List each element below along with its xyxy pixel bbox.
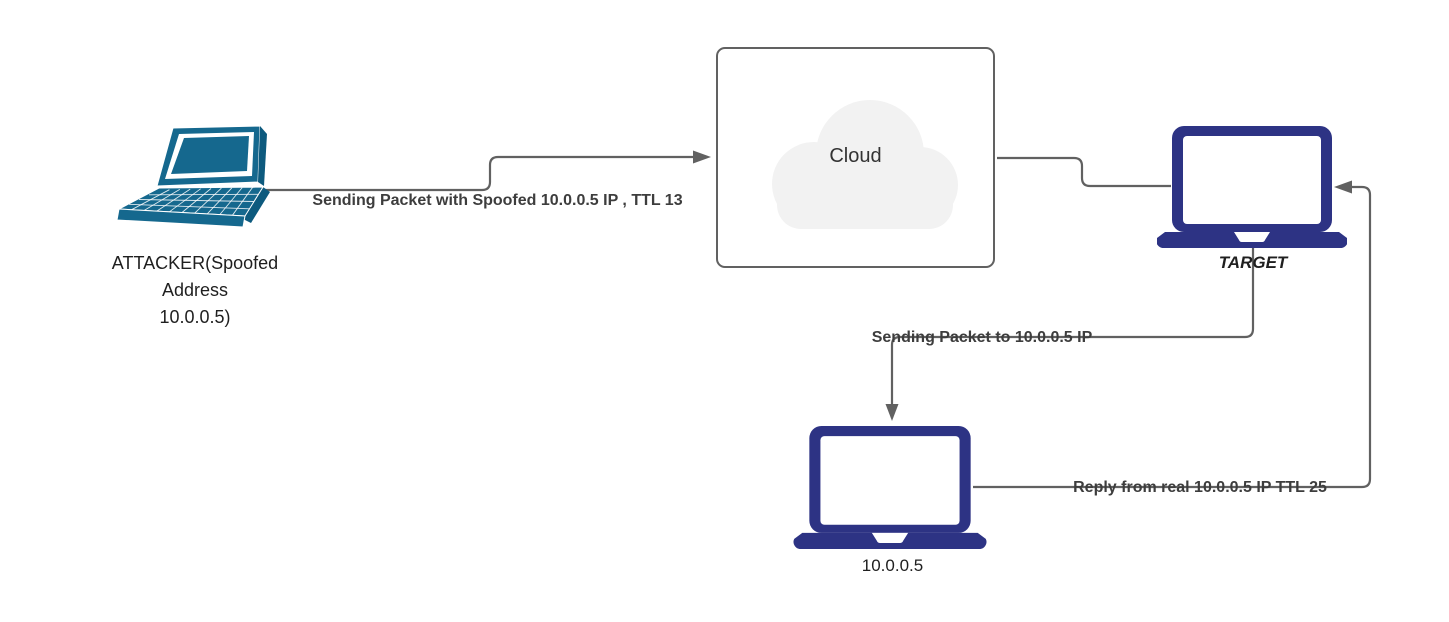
connector-cloud-to-target [997,156,1171,188]
connector-attacker-to-cloud [262,150,711,192]
host-laptop-icon [793,426,987,549]
flow-label-attacker-to-cloud: Sending Packet with Spoofed 10.0.0.5 IP … [312,192,683,209]
connector-host-to-target [973,180,1372,489]
flow-label-host-to-target: Reply from real 10.0.0.5 IP TTL 25 [1073,479,1327,496]
target-laptop-icon [1157,126,1347,248]
target-label: TARGET [1218,253,1288,272]
host-label: 10.0.0.5 [861,556,924,575]
arrowhead-down-icon [885,404,899,421]
connector-target-to-host [885,247,1255,421]
attacker-label: ATTACKER(Spoofed Address 10.0.0.5) [111,253,279,327]
flow-label-target-to-host: Sending Packet to 10.0.0.5 IP [871,329,1093,346]
cloud-icon [772,100,958,229]
arrowhead-right-icon [693,150,711,164]
cloud-label: Cloud [829,145,882,167]
arrowhead-left-icon [1334,180,1352,194]
attacker-laptop-icon [116,125,270,228]
cloud-box: Cloud [716,47,995,268]
